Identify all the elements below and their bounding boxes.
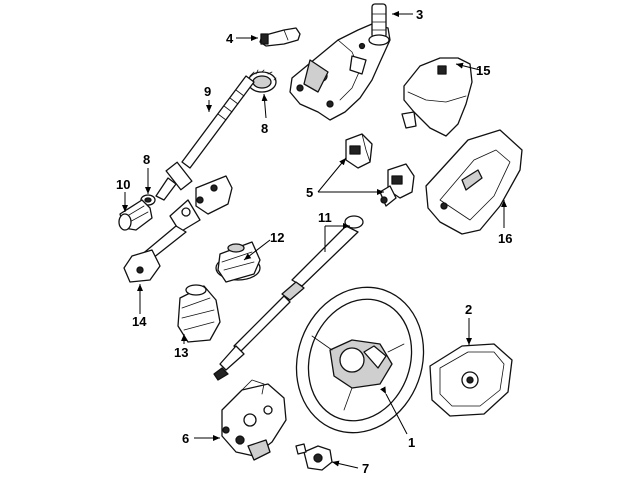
- callout-13: 13: [174, 345, 188, 360]
- upper-gear-ring-part: [247, 69, 277, 93]
- callout-14: 14: [132, 314, 147, 329]
- lower-steering-shaft-part: [213, 215, 364, 381]
- upper-steering-shaft-part: [155, 75, 255, 201]
- column-boot-seal-part: [215, 241, 261, 283]
- upper-shroud-part: [401, 57, 473, 137]
- callout-2: 2: [465, 302, 472, 317]
- shaft-boot-part: [118, 199, 153, 231]
- callout-8-upper: 8: [261, 121, 268, 136]
- switch-lower-part: [379, 163, 415, 207]
- callout-1: 1: [408, 435, 415, 450]
- callout-16: 16: [498, 231, 512, 246]
- callout-9: 9: [204, 84, 211, 99]
- leader-lines: [122, 11, 507, 469]
- callout-6: 6: [182, 431, 189, 446]
- callout-7: 7: [362, 461, 369, 476]
- tilt-lever-part: [259, 27, 301, 47]
- airbag-module-part: [429, 343, 513, 417]
- callout-11: 11: [318, 210, 332, 225]
- intermediate-shaft-part: [123, 175, 233, 283]
- callout-4: 4: [226, 31, 234, 46]
- callout-3: 3: [416, 7, 423, 22]
- rubber-boot-part: [177, 284, 221, 343]
- callout-labels: 1 2 3 4 5 6 7 8 8 9 10 11 12 13 14 15 16: [116, 7, 512, 476]
- lock-housing-part: [221, 379, 287, 461]
- switch-upper-part: [345, 133, 373, 169]
- callout-10: 10: [116, 177, 130, 192]
- callout-8-lower: 8: [143, 152, 150, 167]
- steering-column-housing-part: [289, 3, 391, 121]
- callout-5: 5: [306, 185, 313, 200]
- lower-shroud-part: [425, 129, 523, 235]
- steering-wheel-part: [295, 286, 425, 434]
- callout-15: 15: [476, 63, 490, 78]
- sensor-part: [295, 443, 333, 471]
- callout-12: 12: [270, 230, 284, 245]
